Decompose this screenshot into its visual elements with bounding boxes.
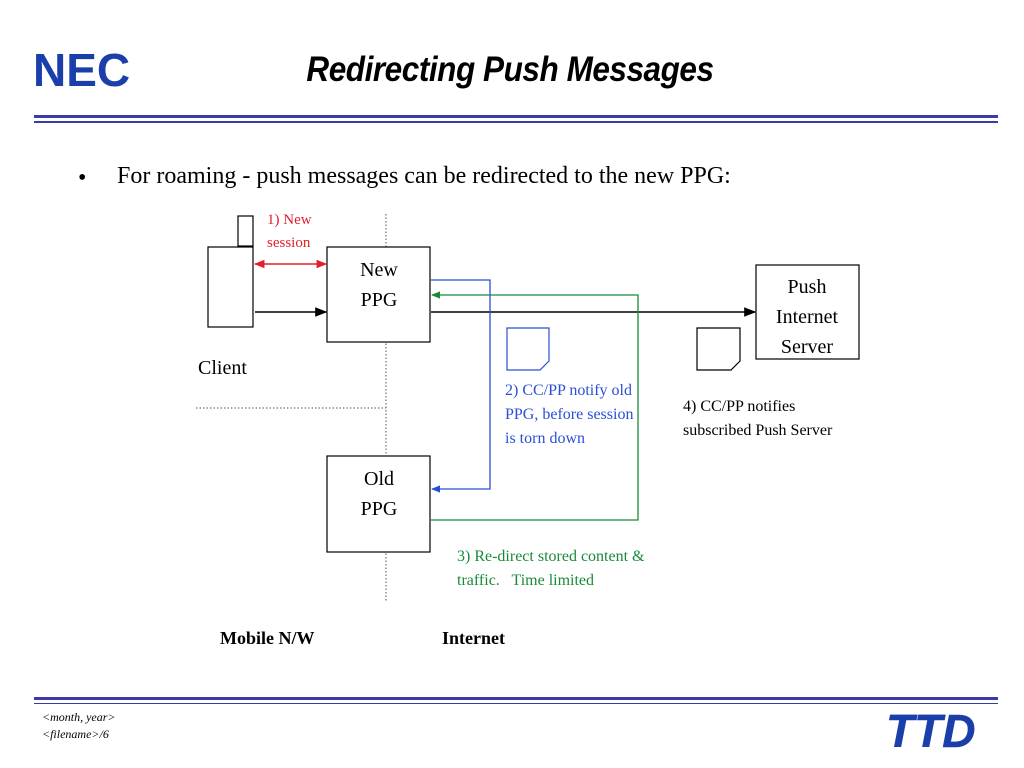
footer-date: <month, year> xyxy=(42,710,116,724)
step3-label-line1: 3) Re-direct stored content & xyxy=(457,548,645,565)
bullet-text: For roaming - push messages can be redir… xyxy=(117,163,731,189)
push-server-label-line3: Server xyxy=(781,336,834,358)
client-device xyxy=(207,246,254,328)
new-ppg-label-line1: New xyxy=(360,259,398,281)
push-server-label-line1: Push xyxy=(788,276,827,298)
old-ppg-box xyxy=(326,455,431,553)
push-server-label-line2: Internet xyxy=(776,306,839,328)
page-title: Redirecting Push Messages xyxy=(306,50,714,89)
footer-filename: <filename>/6 xyxy=(42,727,109,741)
new-ppg-box xyxy=(326,246,431,343)
step2-label-line2: PPG, before session xyxy=(505,406,633,423)
step4-label-line2: subscribed Push Server xyxy=(683,422,833,439)
nec-logo: NEC xyxy=(33,44,130,94)
step4-label-line1: 4) CC/PP notifies xyxy=(683,398,795,415)
internet-label: Internet xyxy=(442,628,505,648)
ttd-logo: TTD xyxy=(886,705,976,755)
bullet-marker: • xyxy=(78,165,87,191)
step2-label-line3: is torn down xyxy=(505,430,585,447)
step1-label-line1: 1) New xyxy=(267,212,312,228)
notify-old-ppg-arrow xyxy=(431,279,491,493)
client-antenna xyxy=(237,215,254,247)
nec-logo-text: NEC xyxy=(33,44,130,94)
step2-label-line1: 2) CC/PP notify old xyxy=(505,382,632,399)
client-label: Client xyxy=(198,357,247,379)
old-ppg-label-line1: Old xyxy=(364,468,394,490)
ttd-logo-text: TTD xyxy=(886,705,975,755)
redirect-content-arrow xyxy=(431,291,639,521)
server-document-icon xyxy=(696,327,741,371)
footer-rule-thick xyxy=(34,697,998,700)
notify-document-icon xyxy=(506,327,550,371)
header-rule-thin xyxy=(34,121,998,123)
new-ppg-label-line2: PPG xyxy=(361,289,398,311)
step1-label-line2: session xyxy=(267,235,311,251)
mobile-network-label: Mobile N/W xyxy=(220,628,315,648)
step3-label-line2: traffic. Time limited xyxy=(457,572,594,589)
header-rule-thick xyxy=(34,115,998,118)
push-server-box xyxy=(755,264,860,360)
footer-rule-thin xyxy=(34,703,998,704)
old-ppg-label-line2: PPG xyxy=(361,498,398,520)
